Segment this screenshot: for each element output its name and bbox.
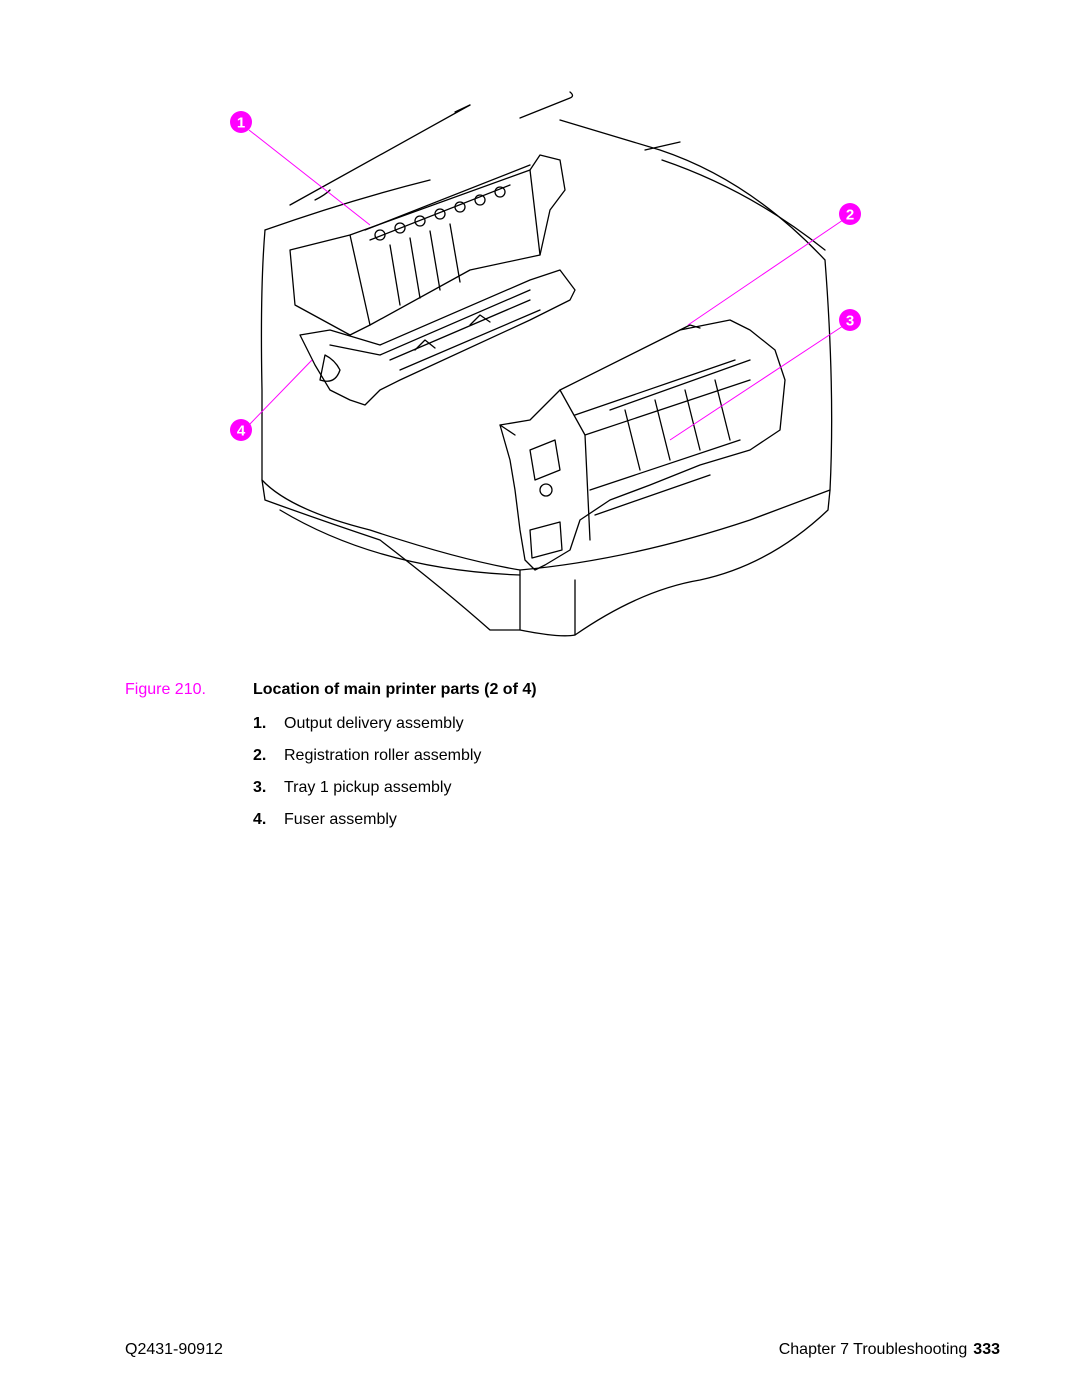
list-item-number: 2. <box>253 747 267 764</box>
callout-3-label: 3 <box>846 313 854 330</box>
footer-chapter: Chapter 7 Troubleshooting 333 <box>779 1341 1000 1359</box>
printer-parts-illustration: 1 2 3 4 <box>230 90 870 655</box>
list-item-number: 3. <box>253 779 267 796</box>
page-number: 333 <box>973 1341 1000 1358</box>
list-item-text: Output delivery assembly <box>284 715 464 732</box>
list-item-text: Registration roller assembly <box>284 747 482 764</box>
figure-title: Location of main printer parts (2 of 4) <box>253 681 537 698</box>
callout-1-label: 1 <box>237 115 245 132</box>
callout-4-label: 4 <box>237 423 246 440</box>
parts-list: 1. Output delivery assembly 2. Registratio… <box>253 713 481 841</box>
footer-chapter-title: Chapter 7 Troubleshooting <box>778 1341 968 1358</box>
callout-2-label: 2 <box>846 207 854 224</box>
list-item: 4. Fuser assembly <box>253 809 481 841</box>
list-item-number: 1. <box>253 715 267 732</box>
list-item: 3. Tray 1 pickup assembly <box>253 777 481 809</box>
callout-2: 2 <box>839 203 861 225</box>
footer-doc-number: Q2431-90912 <box>125 1341 223 1358</box>
list-item-text: Fuser assembly <box>284 811 397 828</box>
callout-3: 3 <box>839 309 861 331</box>
figure-number: Figure 210. <box>125 681 206 698</box>
callout-1: 1 <box>230 111 252 133</box>
list-item-number: 4. <box>253 811 267 828</box>
list-item: 1. Output delivery assembly <box>253 713 481 745</box>
printer-line-drawing: 1 2 3 4 <box>230 91 861 637</box>
list-item: 2. Registration roller assembly <box>253 745 481 777</box>
figure-caption: Figure 210. Location of main printer par… <box>0 681 1080 705</box>
list-item-text: Tray 1 pickup assembly <box>284 779 452 796</box>
callout-4: 4 <box>230 419 252 441</box>
